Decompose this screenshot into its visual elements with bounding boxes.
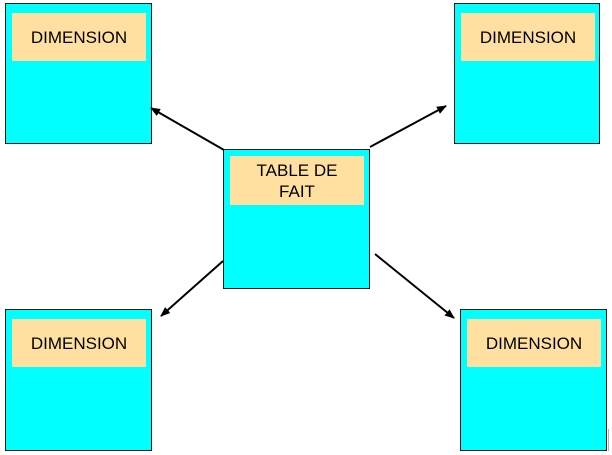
arrow-to-bottom-right	[374, 253, 455, 319]
dimension-box-top-right: DIMENSION	[454, 3, 600, 144]
arrow-to-bottom-left	[160, 260, 224, 317]
fact-table-label: TABLE DE FAIT	[230, 156, 364, 205]
dimension-box-top-left: DIMENSION	[5, 3, 152, 144]
dimension-box-bottom-left: DIMENSION	[5, 309, 152, 451]
arrow-to-top-left	[150, 107, 225, 151]
arrow-to-top-right	[369, 105, 447, 148]
fact-table-box: TABLE DE FAIT	[223, 149, 370, 289]
dimension-label: DIMENSION	[467, 319, 601, 367]
edge-divider	[608, 429, 609, 451]
dimension-label: DIMENSION	[12, 13, 146, 61]
dimension-label: DIMENSION	[461, 13, 595, 61]
dimension-label: DIMENSION	[12, 319, 146, 367]
dimension-box-bottom-right: DIMENSION	[460, 309, 607, 451]
